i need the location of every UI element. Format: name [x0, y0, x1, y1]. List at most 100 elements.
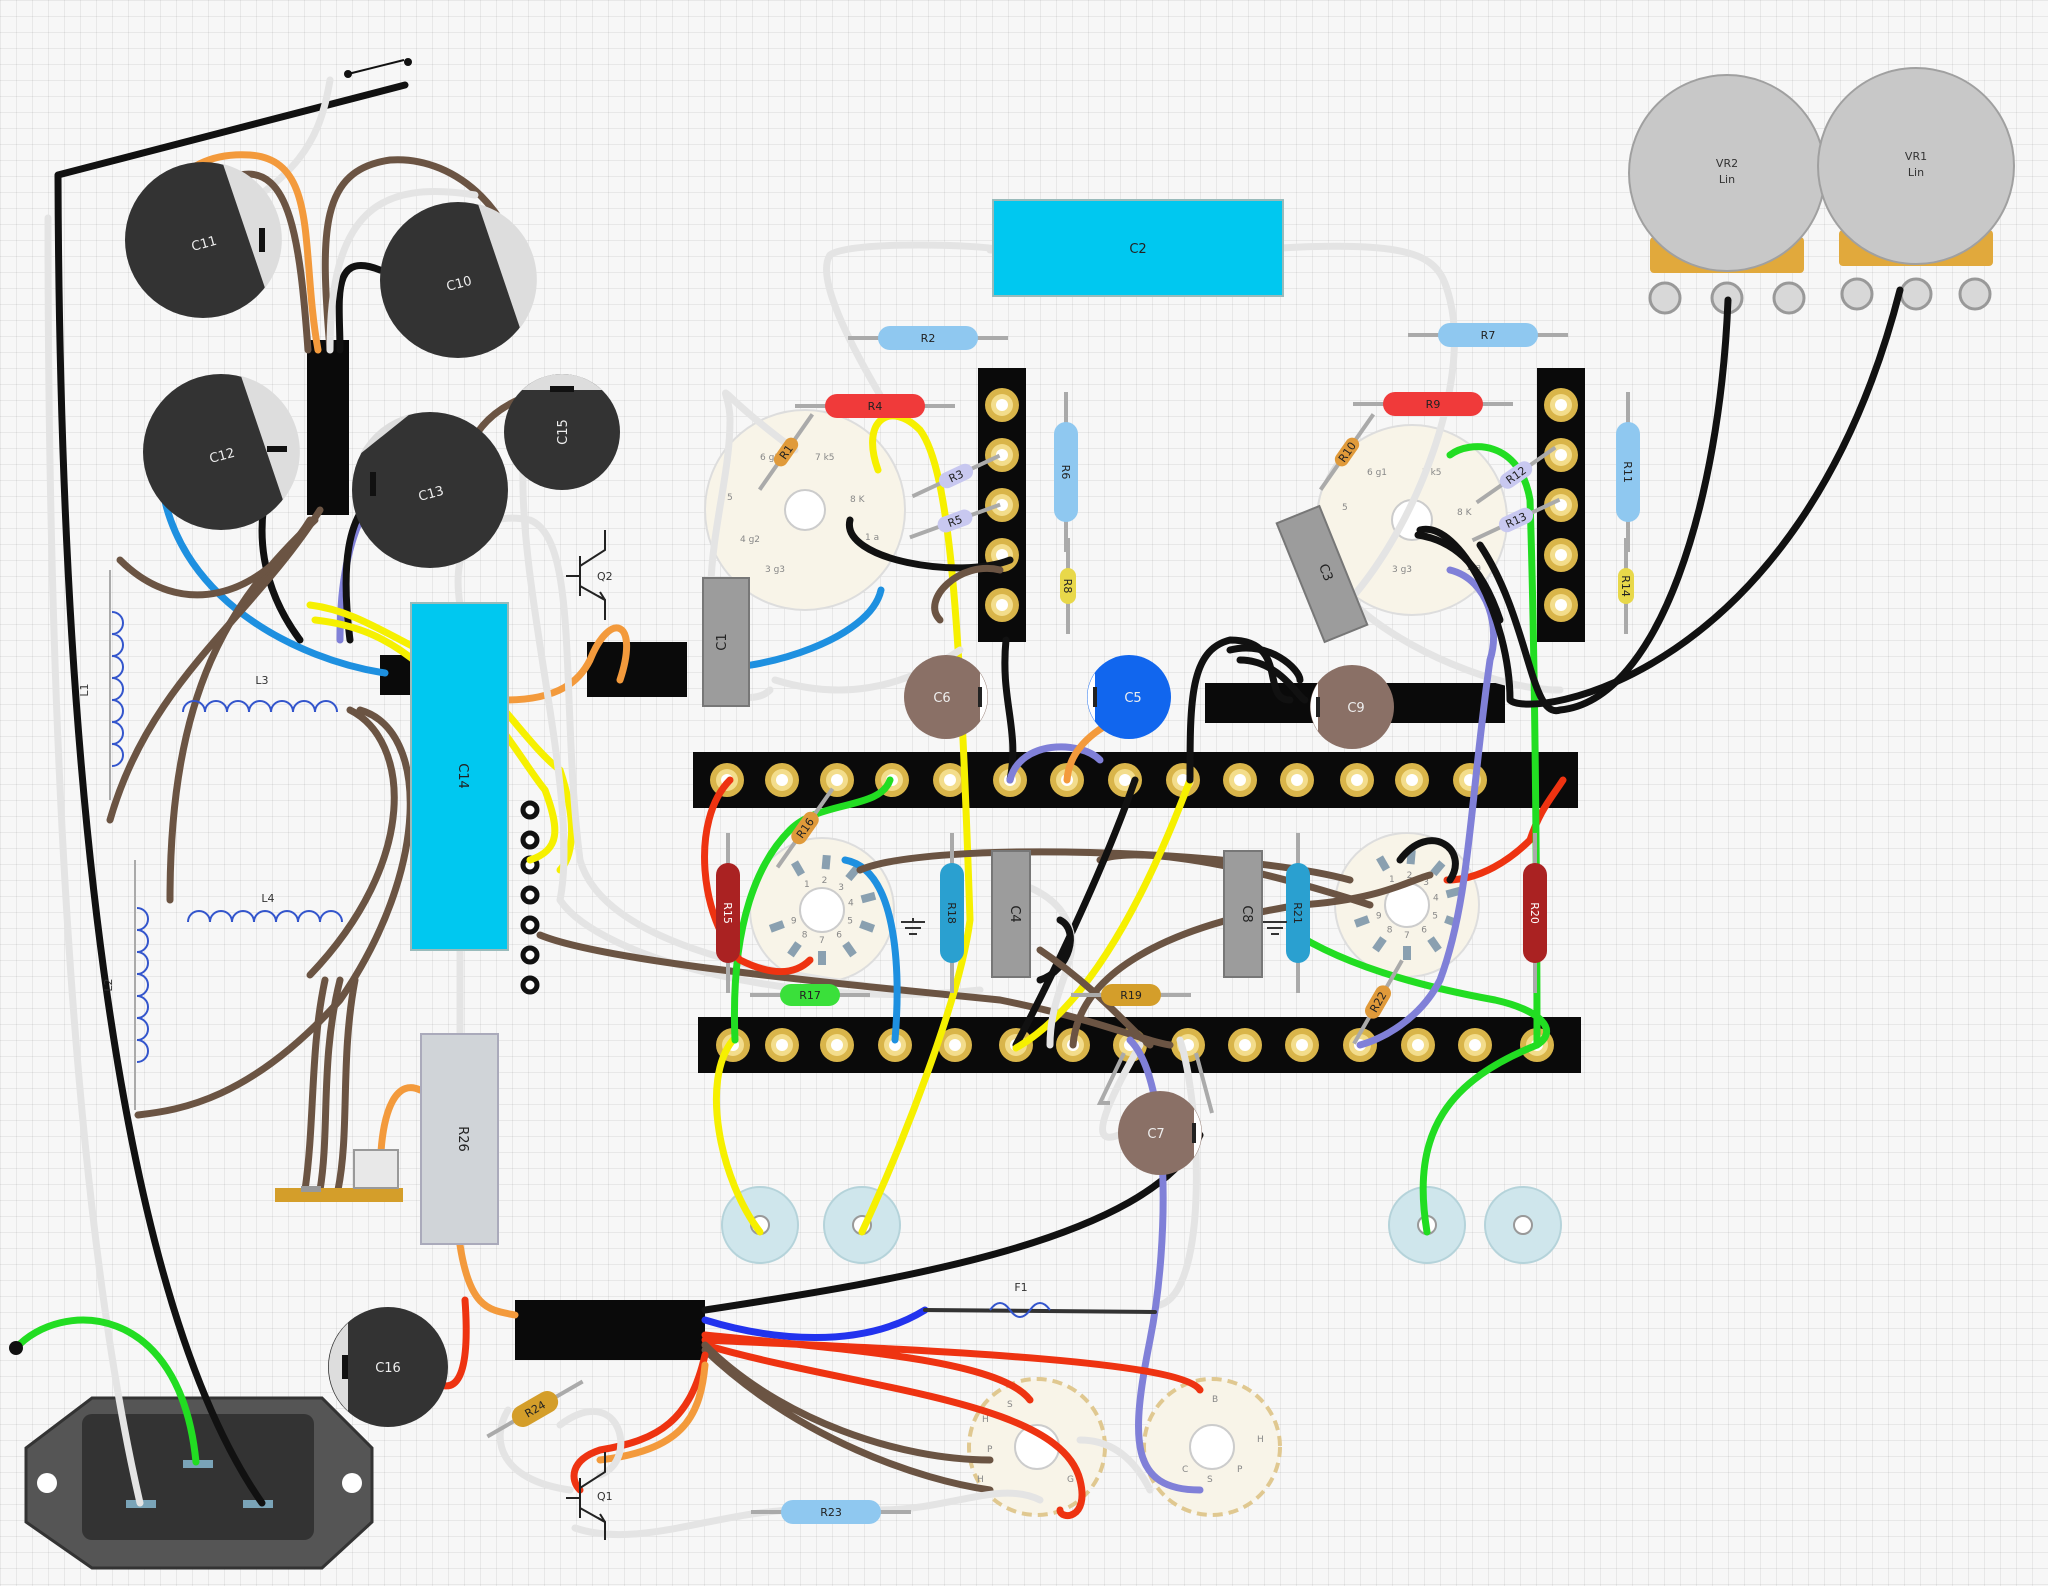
turret-top-10: [1223, 763, 1257, 797]
wire-mains-live: [54, 81, 409, 1507]
turret-bottom-2: [765, 1028, 799, 1062]
svg-text:B: B: [1212, 1395, 1218, 1405]
svg-text:S: S: [1007, 1400, 1013, 1410]
c14-tag-6: [520, 945, 540, 965]
wire-red-q1: [570, 1351, 709, 1494]
tag-right-2: [1544, 438, 1578, 472]
wire-black-v2: [1414, 531, 1504, 624]
tag-right-4: [1544, 538, 1578, 572]
transistor-q1: Q1: [566, 1452, 613, 1540]
svg-text:4: 4: [848, 898, 854, 908]
resistor-r24: R24: [486, 1379, 584, 1439]
svg-text:3: 3: [838, 883, 844, 893]
svg-text:8 K: 8 K: [850, 495, 866, 505]
inductor-l1: L1: [78, 570, 124, 800]
tag-left-3: [985, 488, 1019, 522]
resistor-label: R20: [1528, 902, 1541, 924]
wire-black-v4-pin: [1396, 837, 1459, 884]
cap-c16: C16: [328, 1307, 448, 1427]
cap-c5-label: C5: [1124, 691, 1141, 706]
jack-4: [1484, 1186, 1562, 1264]
resistor-label: R23: [820, 1506, 842, 1519]
svg-text:6: 6: [1421, 926, 1427, 936]
resistor-label: R18: [945, 902, 958, 924]
cap-c9-label: C9: [1347, 701, 1364, 716]
inductor-l1-label: L1: [78, 683, 91, 696]
inductor-l2-label: L2: [102, 978, 115, 991]
cap-c15-label: C15: [556, 419, 571, 445]
svg-text:2: 2: [1407, 871, 1413, 881]
pot-vr1-taper: Lin: [1908, 166, 1924, 179]
resistor-r16: R16: [775, 787, 835, 869]
wire-brown-c8: [1069, 871, 1434, 1049]
resistor-r9: R9: [1353, 392, 1513, 416]
turret-top-14: [1453, 763, 1487, 797]
tag-right-5: [1544, 588, 1578, 622]
wire-purple-c5: [1006, 743, 1104, 784]
wire-brown-c11: [236, 170, 312, 354]
svg-text:P: P: [987, 1445, 993, 1455]
wire-black-c10: [335, 262, 384, 354]
c14-tag-5: [520, 915, 540, 935]
resistor-r5: R5: [909, 502, 1001, 540]
inductor-l3: L3: [182, 674, 338, 713]
turret-bottom-10: [1228, 1028, 1262, 1062]
cap-c4: C4: [991, 850, 1031, 978]
resistor-r7: R7: [1408, 323, 1568, 347]
resistor-label: R4: [868, 400, 883, 413]
turret-lugs: [520, 388, 1578, 1062]
inductor-l4: L4: [187, 892, 343, 923]
resistor-label: R6: [1059, 465, 1072, 480]
svg-text:3: 3: [1423, 878, 1429, 888]
cap-c8: C8: [1223, 850, 1263, 978]
wire-green-jack3: [1419, 1041, 1541, 1236]
wire-brown-l1b: [116, 516, 314, 599]
tag-strip-power: [515, 1300, 705, 1360]
cap-c14: C14: [410, 602, 509, 951]
wire-brown-heater: [301, 706, 398, 1194]
cap-c2-label: C2: [1129, 242, 1146, 257]
svg-text:G: G: [1067, 1475, 1074, 1485]
cap-c13-label: C13: [417, 484, 446, 505]
resistor-r6: R6: [1054, 392, 1078, 552]
resistor-r11: R11: [1616, 392, 1640, 552]
heater-bridge: [275, 1149, 403, 1202]
resistor-label: R11: [1621, 461, 1634, 483]
wire-black-c4: [1036, 916, 1074, 984]
wire-green-v4: [1286, 926, 1551, 1049]
svg-text:H: H: [977, 1475, 984, 1485]
svg-text:9: 9: [1376, 911, 1382, 921]
resistor-label: R2: [921, 332, 936, 345]
resistor-label: R5: [946, 513, 964, 530]
wire-red-heaters: [701, 1331, 1204, 1519]
svg-text:6: 6: [836, 931, 842, 941]
c14-tag-7: [520, 975, 540, 995]
wire-brown-long: [536, 931, 1174, 1049]
svg-text:8: 8: [802, 931, 808, 941]
wire-yellow-v4: [1012, 776, 1194, 1052]
svg-text:5: 5: [1342, 503, 1348, 513]
wire-orange-q1: [596, 1361, 709, 1464]
pot-vr2: VR2 Lin: [1628, 74, 1826, 315]
resistor-r1: R1: [757, 413, 815, 491]
cap-c3: C3: [1275, 504, 1369, 644]
resistor-r21: R21: [1286, 833, 1310, 993]
fuse-symbol-icon: [989, 1302, 1051, 1318]
wire-fuse-lead: [923, 1308, 1157, 1314]
switch-symbol-icon: [344, 58, 412, 78]
resistor-r3: R3: [911, 453, 1001, 499]
svg-text:1: 1: [804, 880, 810, 890]
cap-c8-label: C8: [1239, 905, 1254, 922]
svg-text:H: H: [1257, 1435, 1264, 1445]
cap-c10-label: C10: [445, 274, 474, 295]
wire-blue-c12: [156, 466, 389, 677]
svg-text:1: 1: [1389, 875, 1395, 885]
resistor-label: R7: [1481, 329, 1496, 342]
pot-vr1-label: VR1: [1905, 150, 1927, 163]
tag-strip-caps: [307, 340, 349, 515]
resistor-r26: R26: [420, 1033, 499, 1245]
ground-symbol-icon: [1263, 921, 1287, 935]
svg-text:4 g2: 4 g2: [740, 535, 760, 545]
